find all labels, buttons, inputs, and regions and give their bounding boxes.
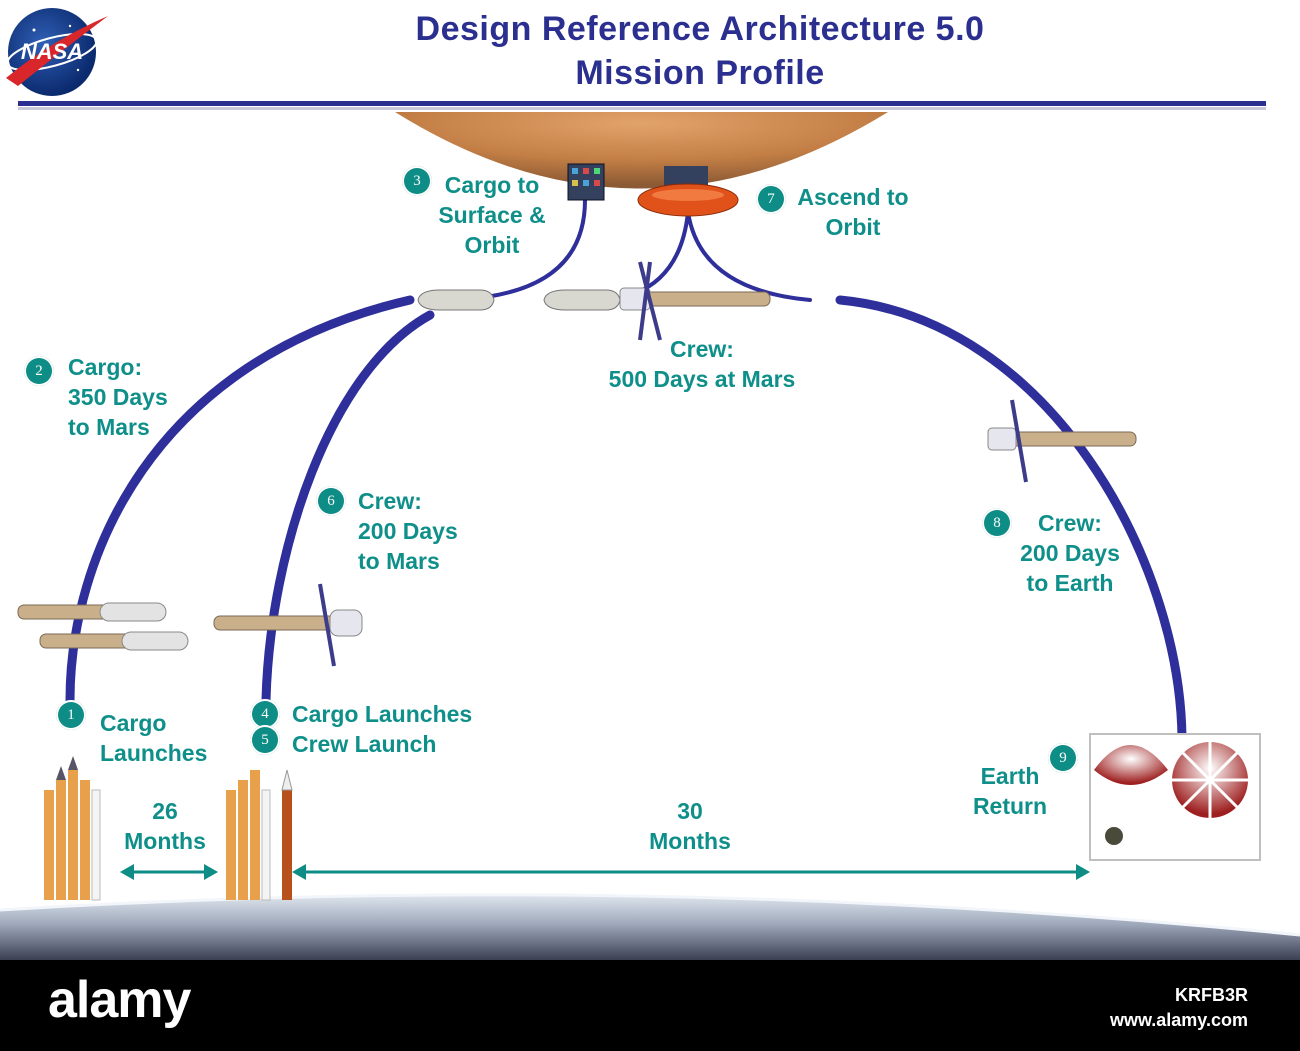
interval-arrow-26-months xyxy=(120,864,218,880)
trajectory-ascent-left xyxy=(608,210,690,302)
watermark-footer xyxy=(0,960,1300,1051)
step-3-line-1: Cargo to xyxy=(444,172,540,198)
interval-26-value: 26 xyxy=(152,798,178,824)
step-9-label: Earth Return xyxy=(960,761,1060,821)
ascent-vehicle xyxy=(637,166,739,217)
trajectory-crew-to-mars xyxy=(261,310,435,705)
cargo-launch-rockets xyxy=(44,756,101,901)
step-7-label: Ascend to Orbit xyxy=(788,182,918,242)
step-2-line-2: 350 Days xyxy=(68,384,168,410)
step-8-label: Crew: 200 Days to Earth xyxy=(1010,508,1130,598)
step-badge-5: 5 xyxy=(250,725,280,755)
header-divider xyxy=(18,101,1266,106)
crew-vehicle-earth-orbit xyxy=(213,583,363,667)
step-6-label: Crew: 200 Days to Mars xyxy=(358,486,458,576)
nasa-logo: NASA xyxy=(6,8,108,96)
trajectory-cargo-to-surface xyxy=(490,198,587,298)
diagram-stage: NASA xyxy=(0,8,1300,960)
step-3-line-2: Surface & xyxy=(438,202,546,228)
crew-vehicle-return-transit xyxy=(987,399,1137,483)
orbiting-cargo-vehicles xyxy=(417,289,621,311)
step-7-line-2: Orbit xyxy=(825,214,881,240)
earth-return-parachutes xyxy=(1089,733,1261,861)
title-line-1: Design Reference Architecture 5.0 xyxy=(415,10,985,48)
step-badge-9: 9 xyxy=(1048,743,1078,773)
crew-launch-rockets xyxy=(226,769,293,901)
interval-26-months-label: 26 Months xyxy=(110,796,220,856)
diagram-graphics: NASA xyxy=(0,8,1300,960)
step-2-label: Cargo: 350 Days to Mars xyxy=(68,352,168,442)
step-8-line-1: Crew: xyxy=(1038,510,1102,536)
interval-arrow-30-months xyxy=(292,864,1090,880)
step-9-line-1: Earth xyxy=(980,763,1040,789)
mars-stay-label: Crew: 500 Days at Mars xyxy=(590,334,814,394)
step-4-label: Cargo Launches xyxy=(292,701,473,727)
step-8-line-3: to Earth xyxy=(1026,570,1114,596)
earth-horizon xyxy=(0,893,1300,960)
step-badge-3: 3 xyxy=(402,166,432,196)
step-5-label: Crew Launch xyxy=(292,731,437,757)
step-3-label: Cargo to Surface & Orbit xyxy=(432,170,552,260)
nasa-logo-text: NASA xyxy=(21,39,83,64)
title-line-2: Mission Profile xyxy=(575,54,825,92)
interval-26-unit: Months xyxy=(124,828,206,854)
cargo-vehicles-earth-orbit xyxy=(17,602,189,651)
step-6-line-2: 200 Days xyxy=(358,518,458,544)
step-6-line-1: Crew: xyxy=(358,488,422,514)
step-badge-8: 8 xyxy=(982,508,1012,538)
alamy-logo: alamy xyxy=(48,971,191,1029)
step-3-line-3: Orbit xyxy=(464,232,520,258)
interval-30-months-label: 30 Months xyxy=(630,796,750,856)
step-1-label: Cargo Launches xyxy=(100,708,207,768)
step-badge-4: 4 xyxy=(250,699,280,729)
step-badge-7: 7 xyxy=(756,184,786,214)
image-id: KRFB3R xyxy=(1174,985,1248,1005)
interval-30-unit: Months xyxy=(649,828,731,854)
trajectory-ascent-right xyxy=(686,210,812,302)
step-1-line-2: Launches xyxy=(100,740,208,766)
step-8-line-2: 200 Days xyxy=(1020,540,1120,566)
step-2-line-1: Cargo: xyxy=(68,354,143,380)
crew-vehicle-in-mars-orbit xyxy=(619,261,771,341)
trajectory-crew-to-earth xyxy=(835,295,1187,743)
mars-stay-line-1: Crew: xyxy=(670,336,734,362)
step-7-line-1: Ascend to xyxy=(797,184,909,210)
mars-stay-line-2: 500 Days at Mars xyxy=(608,366,796,392)
step-1-line-1: Cargo xyxy=(100,710,167,736)
interval-30-value: 30 xyxy=(677,798,703,824)
mars-planet xyxy=(395,112,888,189)
step-badge-6: 6 xyxy=(316,486,346,516)
step-badge-1: 1 xyxy=(56,700,86,730)
cargo-lander xyxy=(567,163,605,201)
step-9-line-2: Return xyxy=(972,793,1048,819)
step-2-line-3: to Mars xyxy=(68,414,150,440)
step-6-line-3: to Mars xyxy=(358,548,440,574)
step-badge-2: 2 xyxy=(24,356,54,386)
footer-url: www.alamy.com xyxy=(1109,1010,1248,1030)
